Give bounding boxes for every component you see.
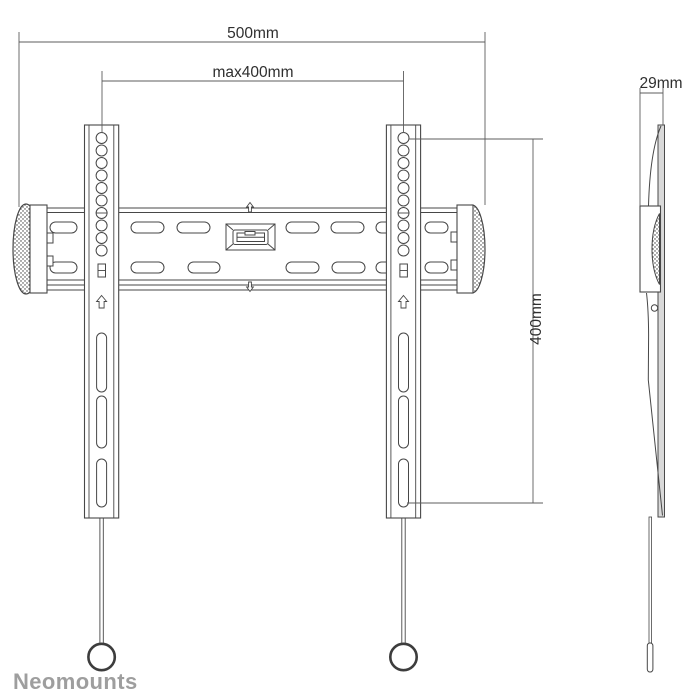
- dimension-hole-height: [407, 138, 543, 504]
- center-arrow-up-icon: [245, 201, 255, 213]
- front-view: [12, 123, 486, 672]
- side-wall-plate: [657, 124, 665, 518]
- dim-depth-label: 29mm: [639, 75, 682, 92]
- side-cap-lens: [651, 213, 660, 285]
- dim-overall-width-label: 500mm: [227, 25, 279, 42]
- right-end-cap: [456, 204, 486, 294]
- dimension-max-hole-width: [101, 71, 404, 133]
- brand-wordmark: Neomounts: [13, 669, 138, 694]
- bracket-column-left: [83, 123, 120, 672]
- bracket-column-right: [385, 123, 422, 672]
- left-end-cap: [12, 203, 48, 295]
- dimension-overall-width: [18, 32, 486, 207]
- center-clip: [225, 223, 276, 251]
- side-view: [639, 124, 665, 673]
- side-strap-tip: [646, 642, 654, 673]
- dim-vesa-height-label: 400mm: [528, 293, 545, 345]
- center-arrow-down-icon: [245, 281, 255, 293]
- side-screw-hole: [650, 304, 659, 312]
- dim-vesa-width-label: max400mm: [213, 64, 294, 81]
- dimension-depth: [639, 88, 664, 206]
